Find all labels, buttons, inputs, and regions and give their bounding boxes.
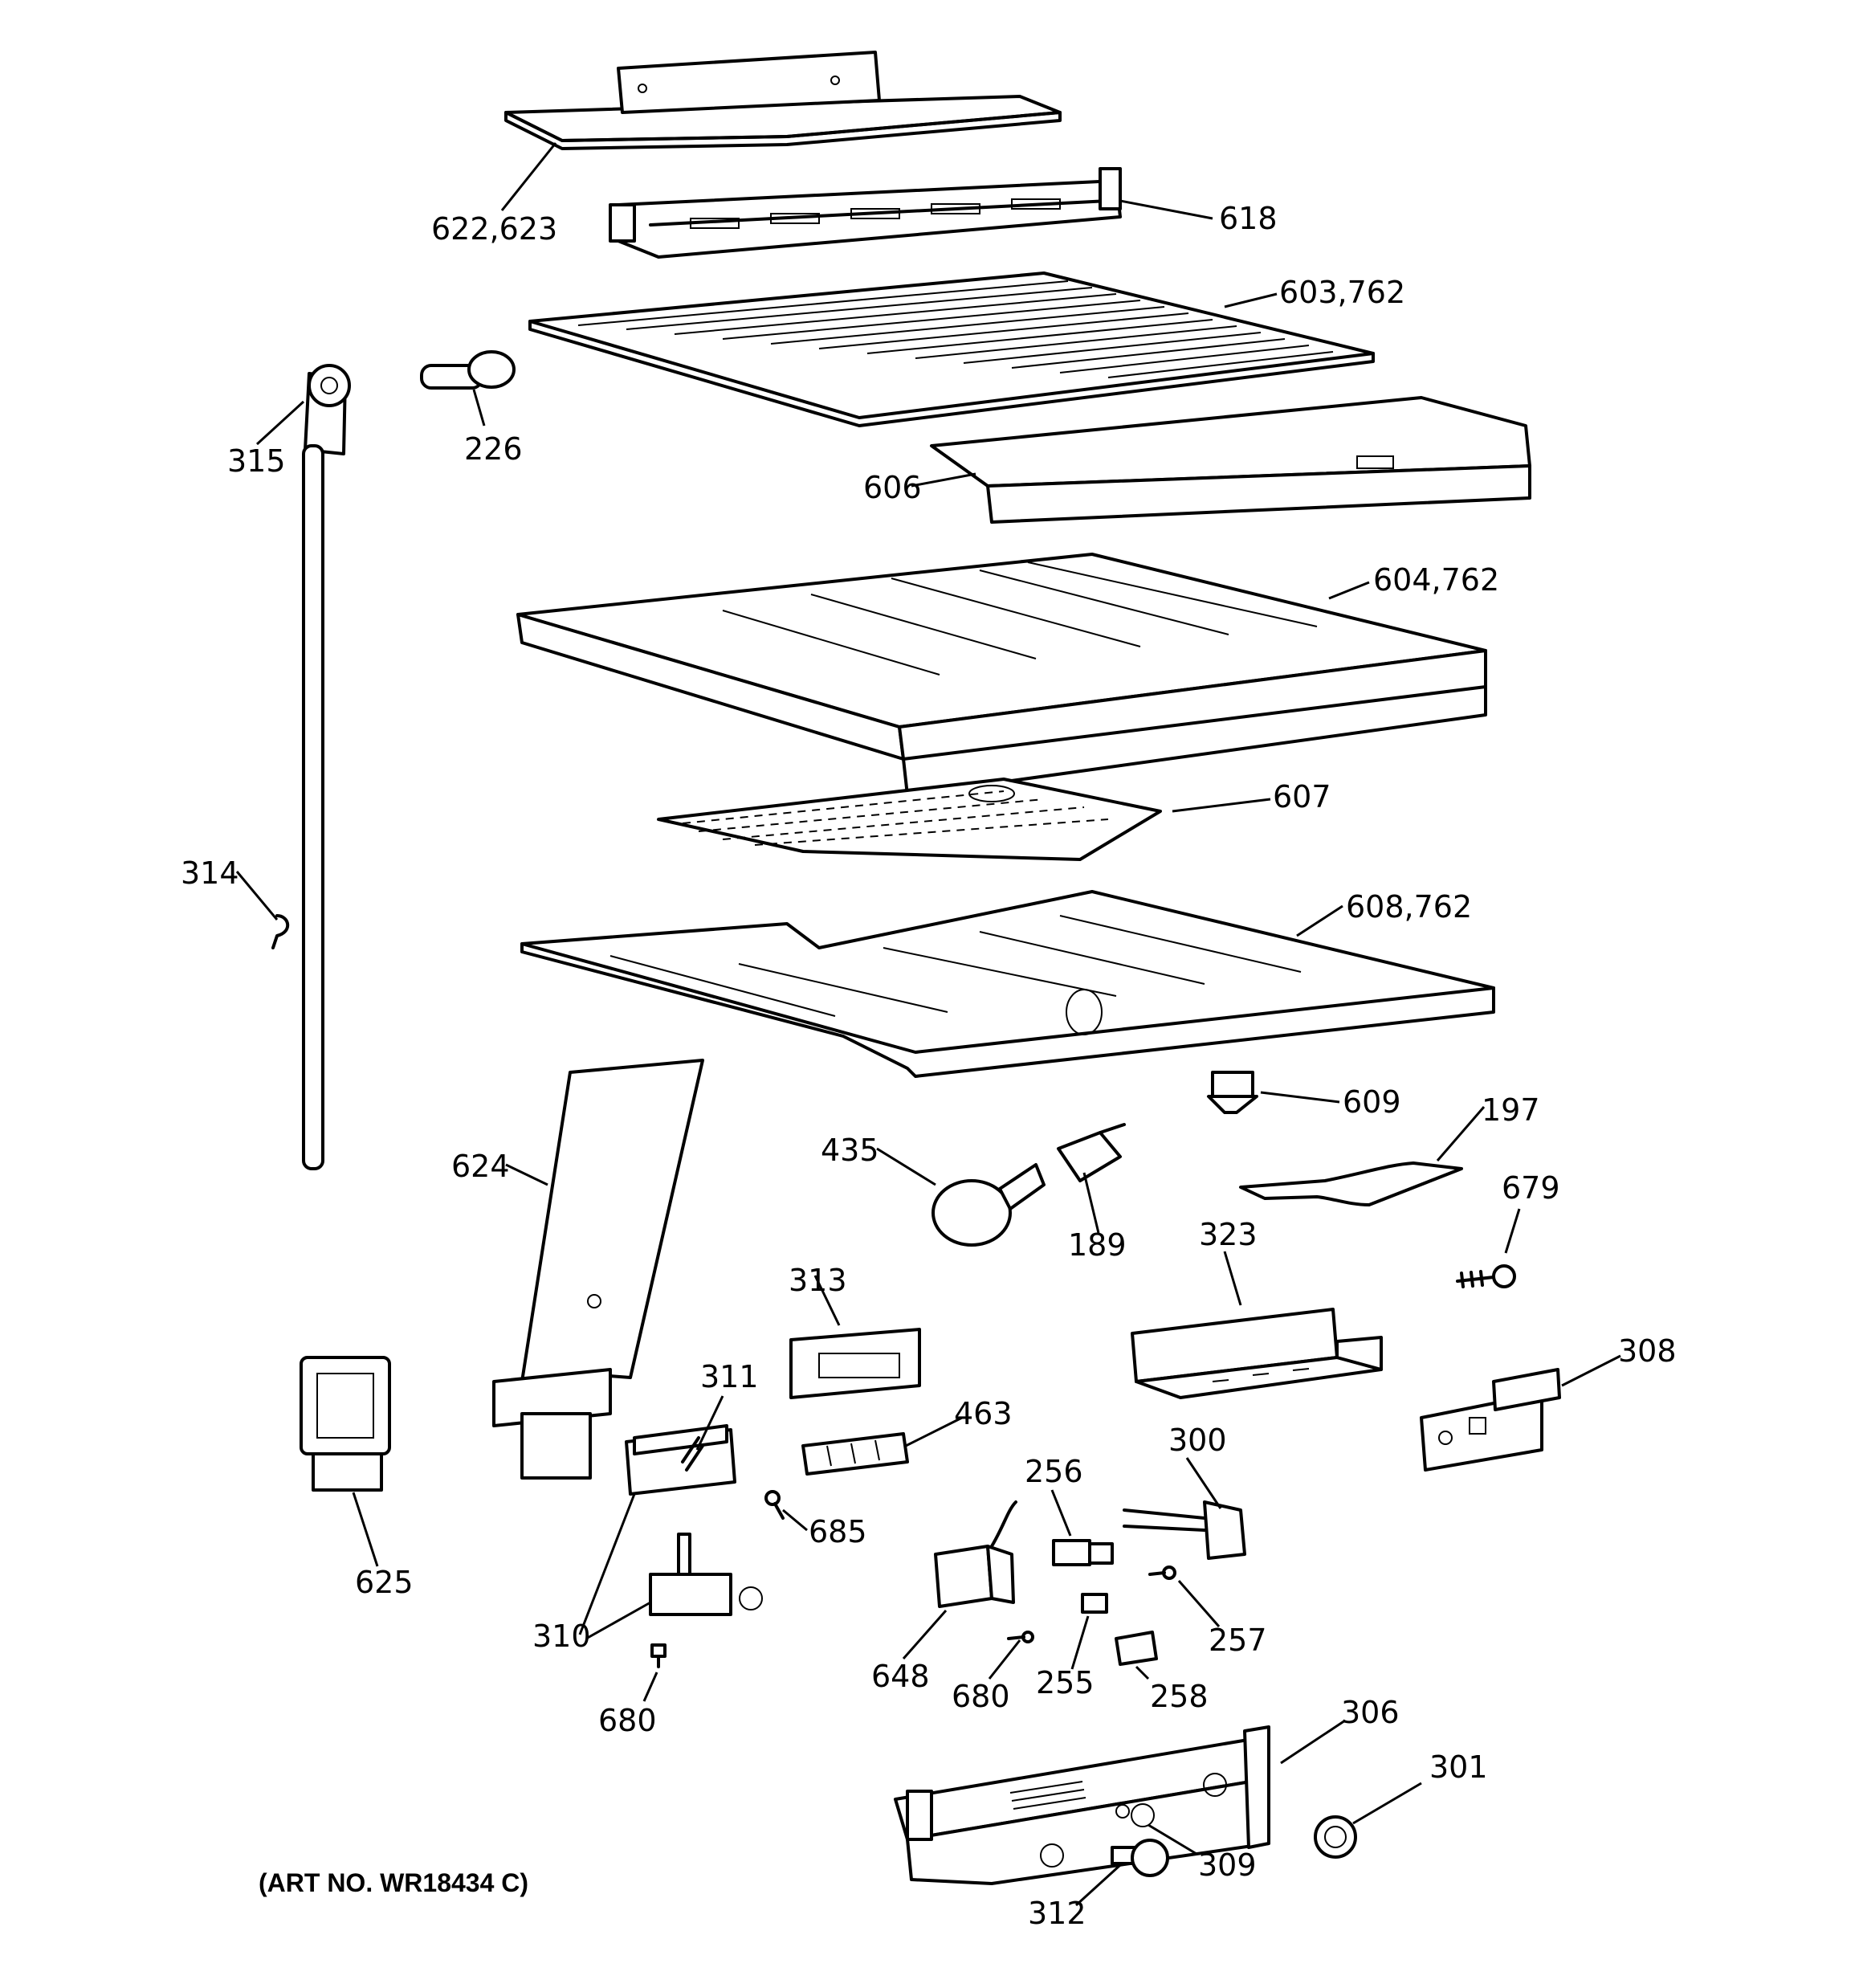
art-number: (ART NO. WR18434 C): [259, 1868, 528, 1897]
part-313-box: [789, 1328, 921, 1399]
part-609-clip: [1207, 1071, 1258, 1114]
part-323-bracket: [1131, 1308, 1383, 1399]
callout-323: 323: [1199, 1217, 1258, 1252]
part-301-knob: [1314, 1815, 1357, 1859]
callout-604-762: 604,762: [1373, 562, 1499, 598]
part-463-insulator: [801, 1432, 909, 1476]
part-314-tube: [271, 444, 324, 1170]
part-618-rail: [609, 167, 1122, 259]
callout-315: 315: [227, 443, 286, 479]
callout-306: 306: [1341, 1695, 1400, 1730]
callout-256: 256: [1025, 1454, 1083, 1489]
part-226-clip: [420, 350, 516, 390]
callout-607: 607: [1273, 779, 1331, 814]
callout-308: 308: [1618, 1333, 1677, 1369]
callout-463: 463: [954, 1396, 1013, 1431]
callout-685: 685: [809, 1514, 867, 1549]
callout-312: 312: [1028, 1896, 1086, 1931]
part-625-receptacle: [300, 1356, 391, 1492]
part-648-relay: [934, 1500, 1017, 1608]
part-300-switch: [1123, 1500, 1246, 1560]
callout-258: 258: [1150, 1679, 1209, 1714]
part-311-housing: [625, 1424, 736, 1496]
part-310-thermostat: [649, 1533, 763, 1616]
callout-226: 226: [464, 431, 523, 467]
part-608-762-bottom-shelf: [520, 890, 1495, 1078]
part-308-plate: [1420, 1368, 1561, 1472]
part-680-screw-b: [1007, 1631, 1034, 1643]
part-435-bulb: [932, 1163, 1046, 1247]
callout-609: 609: [1343, 1084, 1401, 1120]
callout-197: 197: [1482, 1092, 1540, 1128]
part-256-switch: [1052, 1539, 1114, 1566]
callout-680b: 680: [598, 1703, 657, 1738]
part-258-cover: [1115, 1631, 1158, 1666]
callout-608-762: 608,762: [1346, 889, 1472, 925]
callout-622-623: 622,623: [431, 211, 557, 247]
callout-257: 257: [1209, 1623, 1267, 1658]
part-606-drawer: [930, 396, 1531, 524]
callout-625: 625: [355, 1565, 414, 1600]
callout-603-762: 603,762: [1279, 275, 1405, 310]
callout-606: 606: [863, 470, 922, 505]
part-255-button: [1081, 1593, 1108, 1614]
part-189-socket: [1057, 1123, 1126, 1182]
callout-435: 435: [821, 1133, 879, 1168]
callout-300: 300: [1168, 1423, 1227, 1458]
part-679-screw: [1456, 1264, 1516, 1288]
callout-618: 618: [1219, 201, 1278, 236]
callout-311: 311: [700, 1359, 759, 1394]
callout-313: 313: [789, 1263, 847, 1298]
callout-255: 255: [1036, 1665, 1095, 1700]
callout-310: 310: [532, 1619, 591, 1654]
callout-648: 648: [871, 1659, 930, 1694]
part-685-screw: [764, 1490, 785, 1520]
callout-labels: 622,623 618 603,762 226 315 606 604,762 …: [181, 201, 1677, 1931]
part-312-knob: [1111, 1839, 1169, 1877]
callout-309: 309: [1198, 1847, 1257, 1883]
part-197-strap: [1239, 1161, 1463, 1206]
part-257-screw: [1148, 1565, 1176, 1580]
callout-314: 314: [181, 855, 239, 891]
part-680-screw-a: [650, 1643, 667, 1668]
part-604-762-shelf-tray: [516, 553, 1487, 797]
leader-lines: [235, 142, 1621, 1907]
callout-624: 624: [451, 1149, 510, 1184]
callout-679: 679: [1502, 1170, 1560, 1206]
part-603-762-ribbed-shelf: [528, 271, 1375, 427]
callout-301: 301: [1429, 1749, 1488, 1785]
part-607-filter: [657, 778, 1162, 861]
part-624-shield: [492, 1059, 704, 1480]
callout-189: 189: [1068, 1227, 1127, 1263]
part-622-623-top-cover: [504, 51, 1062, 150]
callout-680a: 680: [952, 1679, 1010, 1714]
part-315-bracket: [304, 364, 351, 455]
